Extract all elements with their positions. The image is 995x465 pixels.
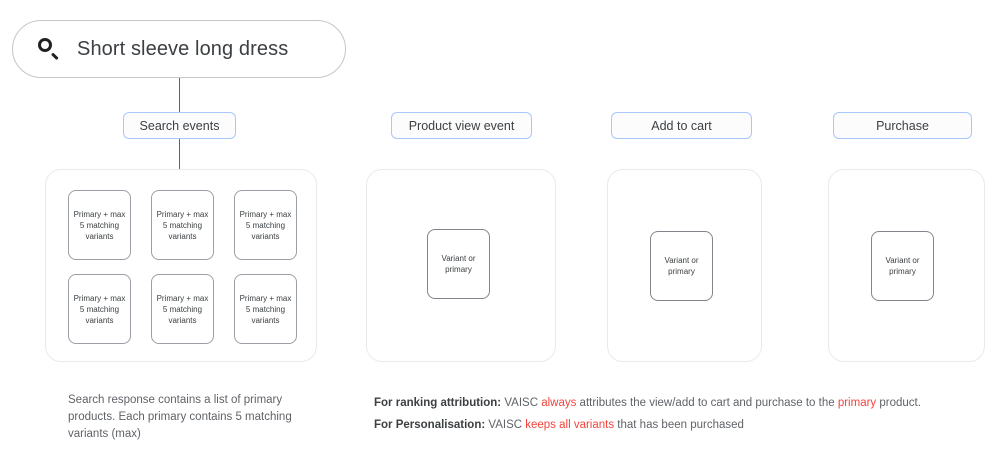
variant-or-primary-card[interactable]: Variant or primary (871, 231, 934, 301)
note-text: VAISC (485, 419, 526, 431)
variant-or-primary-card[interactable]: Variant or primary (650, 231, 713, 301)
primary-product-card[interactable]: Primary + max 5 matching variants (68, 274, 131, 344)
badge-add-to-cart[interactable]: Add to cart (611, 112, 752, 139)
primary-product-card[interactable]: Primary + max 5 matching variants (151, 190, 214, 260)
primary-product-card[interactable]: Primary + max 5 matching variants (234, 190, 297, 260)
connector-line-top (179, 78, 180, 112)
badge-purchase[interactable]: Purchase (833, 112, 972, 139)
badge-product-view-event[interactable]: Product view event (391, 112, 532, 139)
search-response-caption: Search response contains a list of prima… (68, 394, 292, 440)
note-highlight: primary (837, 397, 877, 409)
note-highlight: always (541, 397, 577, 409)
attribution-notes: For ranking attribution: VAISC always at… (374, 392, 986, 436)
search-icon (37, 37, 61, 61)
search-bar[interactable]: Short sleeve long dress (12, 20, 346, 78)
primary-product-card[interactable]: Primary + max 5 matching variants (234, 274, 297, 344)
panel-search-results: Primary + max 5 matching variants Primar… (45, 169, 317, 362)
connector-line-bottom (179, 139, 180, 169)
note-personalisation: For Personalisation: VAISC keeps all var… (374, 414, 986, 436)
primary-product-card[interactable]: Primary + max 5 matching variants (68, 190, 131, 260)
note-text: product. (876, 397, 921, 409)
note-highlight: keeps all variants (525, 419, 615, 431)
note-lead: For Personalisation: (374, 419, 486, 431)
note-lead: For ranking attribution: (374, 397, 502, 409)
primary-product-card[interactable]: Primary + max 5 matching variants (151, 274, 214, 344)
search-query-text: Short sleeve long dress (77, 37, 289, 60)
variant-or-primary-card[interactable]: Variant or primary (427, 229, 490, 299)
note-text: VAISC (501, 397, 542, 409)
badge-search-events[interactable]: Search events (123, 112, 236, 139)
note-text: that has been purchased (614, 419, 744, 431)
note-text: attributes the view/add to cart and purc… (576, 397, 838, 409)
primary-product-grid: Primary + max 5 matching variants Primar… (68, 190, 297, 344)
note-ranking-attribution: For ranking attribution: VAISC always at… (374, 392, 986, 414)
